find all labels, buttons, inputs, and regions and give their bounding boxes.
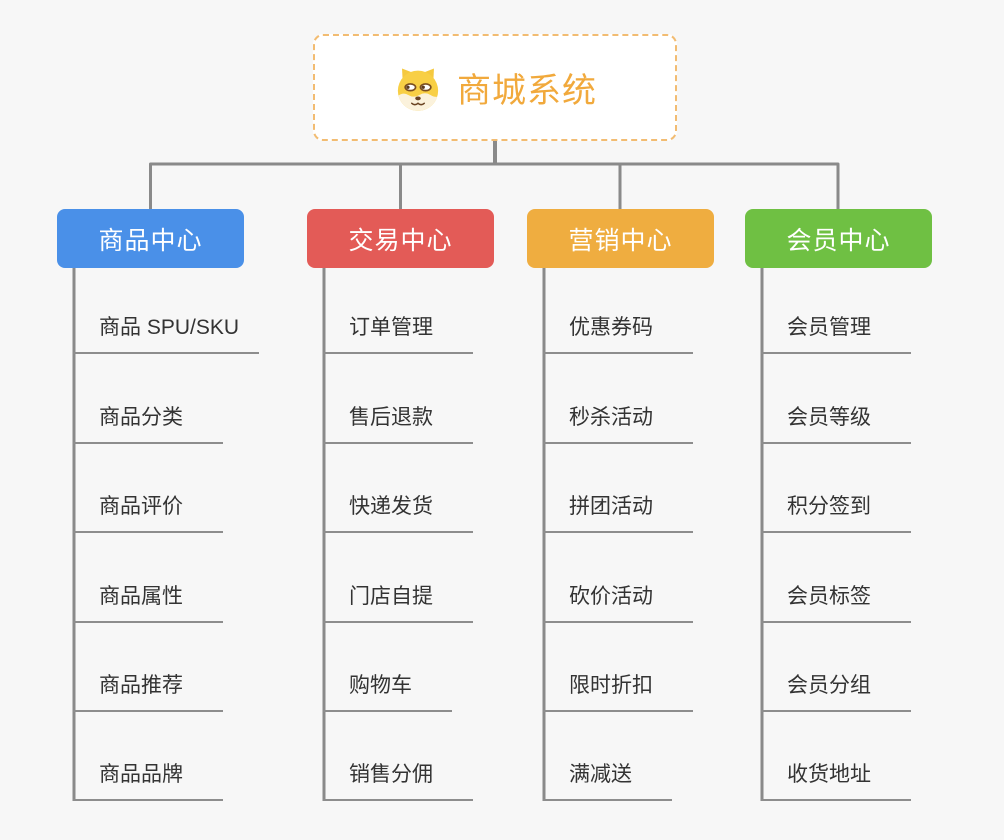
leaf-node[interactable]: 会员分组 (761, 670, 911, 712)
leaf-node[interactable]: 会员标签 (761, 581, 911, 623)
leaf-node[interactable]: 商品属性 (73, 581, 223, 623)
dog-face-icon (393, 63, 443, 113)
branch-label: 交易中心 (348, 226, 453, 255)
leaf-node[interactable]: 会员管理 (761, 312, 911, 354)
branch-label: 营销中心 (568, 226, 673, 255)
leaf-node[interactable]: 门店自提 (323, 581, 473, 623)
branch-node-trade-center[interactable]: 交易中心 (307, 209, 494, 268)
leaf-node[interactable]: 售后退款 (323, 402, 473, 444)
leaf-node[interactable]: 商品评价 (73, 491, 223, 533)
branch-label: 会员中心 (786, 226, 891, 255)
leaf-node[interactable]: 会员等级 (761, 402, 911, 444)
branch-node-product-center[interactable]: 商品中心 (57, 209, 244, 268)
root-title: 商城系统 (457, 72, 597, 110)
leaf-node[interactable]: 销售分佣 (323, 759, 473, 801)
branch-label: 商品中心 (98, 226, 203, 255)
leaf-node[interactable]: 快递发货 (323, 491, 473, 533)
leaf-node[interactable]: 商品推荐 (73, 670, 223, 712)
leaf-node[interactable]: 满减送 (543, 759, 672, 801)
leaf-node[interactable]: 商品分类 (73, 402, 223, 444)
leaf-node[interactable]: 收货地址 (761, 759, 911, 801)
leaf-node[interactable]: 秒杀活动 (543, 402, 693, 444)
leaf-node[interactable]: 商品 SPU/SKU (73, 312, 260, 354)
root-node-mall-system[interactable]: 商城系统 (313, 34, 677, 141)
leaf-node[interactable]: 积分签到 (761, 491, 911, 533)
branch-node-marketing-center[interactable]: 营销中心 (527, 209, 714, 268)
leaf-node[interactable]: 砍价活动 (543, 581, 693, 623)
leaf-node[interactable]: 拼团活动 (543, 491, 693, 533)
leaf-node[interactable]: 购物车 (323, 670, 452, 712)
leaf-node[interactable]: 商品品牌 (73, 759, 223, 801)
leaf-node[interactable]: 优惠券码 (543, 312, 693, 354)
leaf-node[interactable]: 订单管理 (323, 312, 473, 354)
branch-bus-line (149, 162, 840, 209)
branch-node-member-center[interactable]: 会员中心 (745, 209, 932, 268)
leaf-node[interactable]: 限时折扣 (543, 670, 693, 712)
